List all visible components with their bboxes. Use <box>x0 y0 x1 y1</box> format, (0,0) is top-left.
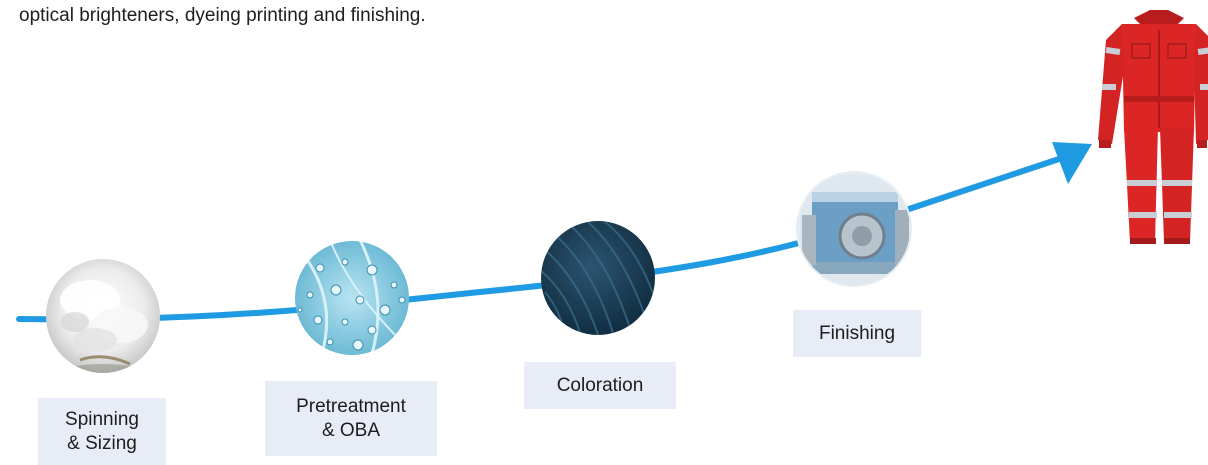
stage-label-spinning: Spinning & Sizing <box>38 398 166 465</box>
cotton-image <box>46 259 160 373</box>
red-coverall-image <box>1098 10 1208 244</box>
stage-label-pretreatment: Pretreatment & OBA <box>265 381 437 456</box>
dark-fabric-image <box>541 221 655 335</box>
stage-label-finishing: Finishing <box>793 310 921 357</box>
stage-label-coloration: Coloration <box>524 362 676 409</box>
finishing-machine-image <box>796 171 912 287</box>
intro-text: optical brighteners, dyeing printing and… <box>19 5 426 26</box>
flow-arrowhead <box>1052 142 1092 184</box>
water-droplets-image <box>295 241 409 355</box>
